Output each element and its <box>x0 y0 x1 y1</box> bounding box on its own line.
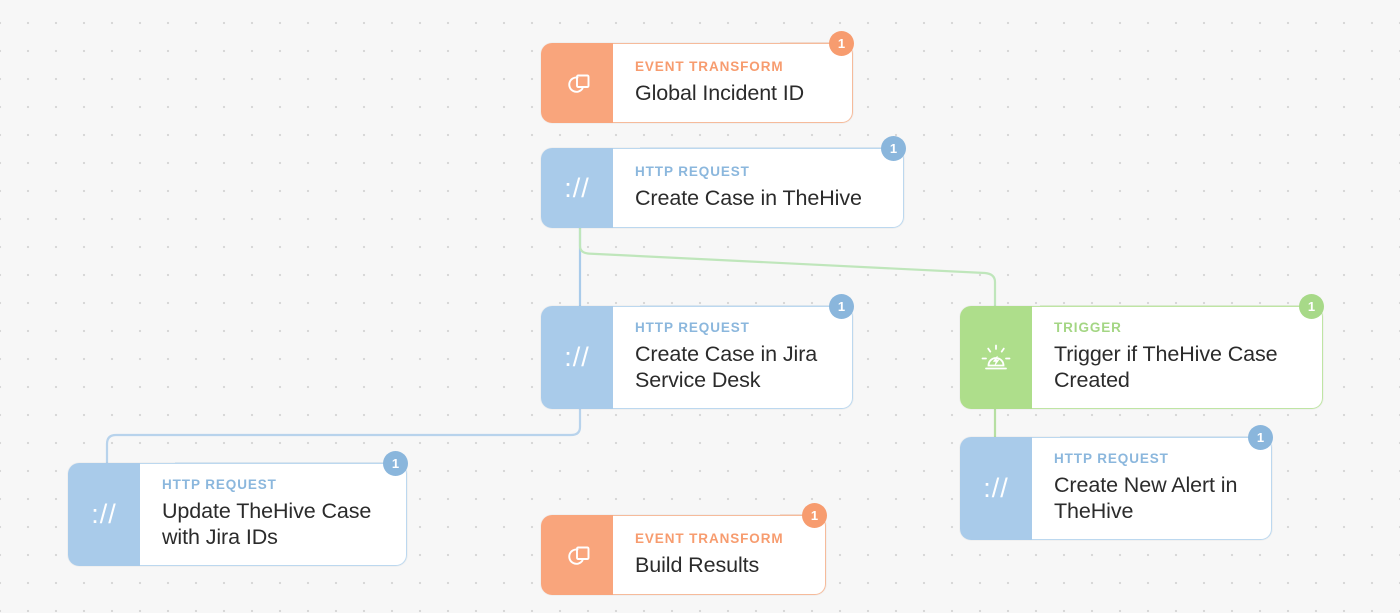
node-text-body: HTTP REQUEST Update TheHive Case with Ji… <box>140 463 407 566</box>
node-badge-count[interactable]: 1 <box>383 451 408 476</box>
node-icon-panel: :// <box>68 463 140 566</box>
node-title: Build Results <box>635 552 760 577</box>
node-title: Create Case in Jira Service Desk <box>635 342 818 393</box>
event-transform-icon <box>568 74 590 93</box>
http-request-icon: :// <box>564 342 590 372</box>
event-transform-icon <box>568 546 590 565</box>
node-kicker: TRIGGER <box>1054 320 1122 336</box>
node-kicker: HTTP REQUEST <box>1054 451 1169 467</box>
node-title: Create Case in TheHive <box>635 185 862 210</box>
node-badge-count[interactable]: 1 <box>1248 425 1273 450</box>
node-kicker: HTTP REQUEST <box>635 163 750 179</box>
node-icon-panel: :// <box>960 437 1032 540</box>
node-text-body: EVENT TRANSFORM Global Incident ID <box>613 43 853 123</box>
node-badge-count[interactable]: 1 <box>802 503 827 528</box>
node-update-thehive-case[interactable]: :// HTTP REQUEST Update TheHive Case wit… <box>68 451 408 566</box>
node-title: Global Incident ID <box>635 80 805 105</box>
node-create-case-thehive[interactable]: :// HTTP REQUEST Create Case in TheHive … <box>541 136 906 228</box>
node-text-body: HTTP REQUEST Create Case in Jira Service… <box>613 306 853 409</box>
node-icon-panel: :// <box>541 148 613 228</box>
node-create-case-jira[interactable]: :// HTTP REQUEST Create Case in Jira Ser… <box>541 294 854 409</box>
node-title: Create New Alert in TheHive <box>1054 473 1238 524</box>
node-icon-panel <box>960 306 1032 409</box>
node-badge-count[interactable]: 1 <box>881 136 906 161</box>
node-icon-panel: :// <box>541 306 613 409</box>
http-request-icon: :// <box>91 499 117 529</box>
http-request-icon: :// <box>564 172 590 203</box>
node-text-body: EVENT TRANSFORM Build Results <box>613 515 826 595</box>
edge-jira-to-update-thehive <box>105 409 582 463</box>
node-icon-panel <box>541 515 613 595</box>
node-title: Update TheHive Case with Jira IDs <box>162 499 372 550</box>
node-create-new-alert-thehive[interactable]: :// HTTP REQUEST Create New Alert in The… <box>960 425 1273 540</box>
node-kicker: EVENT TRANSFORM <box>635 58 784 74</box>
node-badge-count[interactable]: 1 <box>1299 294 1324 319</box>
node-text-body: TRIGGER Trigger if TheHive Case Created <box>1032 306 1323 409</box>
node-icon-panel <box>541 43 613 123</box>
node-global-incident-id[interactable]: EVENT TRANSFORM Global Incident ID 1 <box>541 31 854 123</box>
edge-thehive-to-trigger <box>578 228 997 306</box>
node-kicker: HTTP REQUEST <box>162 477 277 493</box>
node-kicker: HTTP REQUEST <box>635 320 750 336</box>
node-badge-count[interactable]: 1 <box>829 31 854 56</box>
node-trigger-thehive-case-created[interactable]: TRIGGER Trigger if TheHive Case Created … <box>960 294 1324 409</box>
node-build-results[interactable]: EVENT TRANSFORM Build Results 1 <box>541 503 827 595</box>
node-text-body: HTTP REQUEST Create New Alert in TheHive <box>1032 437 1272 540</box>
node-badge-count[interactable]: 1 <box>829 294 854 319</box>
http-request-icon: :// <box>983 473 1009 503</box>
node-kicker: EVENT TRANSFORM <box>635 530 784 546</box>
trigger-siren-icon <box>981 344 1011 369</box>
node-text-body: HTTP REQUEST Create Case in TheHive <box>613 148 904 228</box>
node-title: Trigger if TheHive Case Created <box>1054 342 1278 393</box>
